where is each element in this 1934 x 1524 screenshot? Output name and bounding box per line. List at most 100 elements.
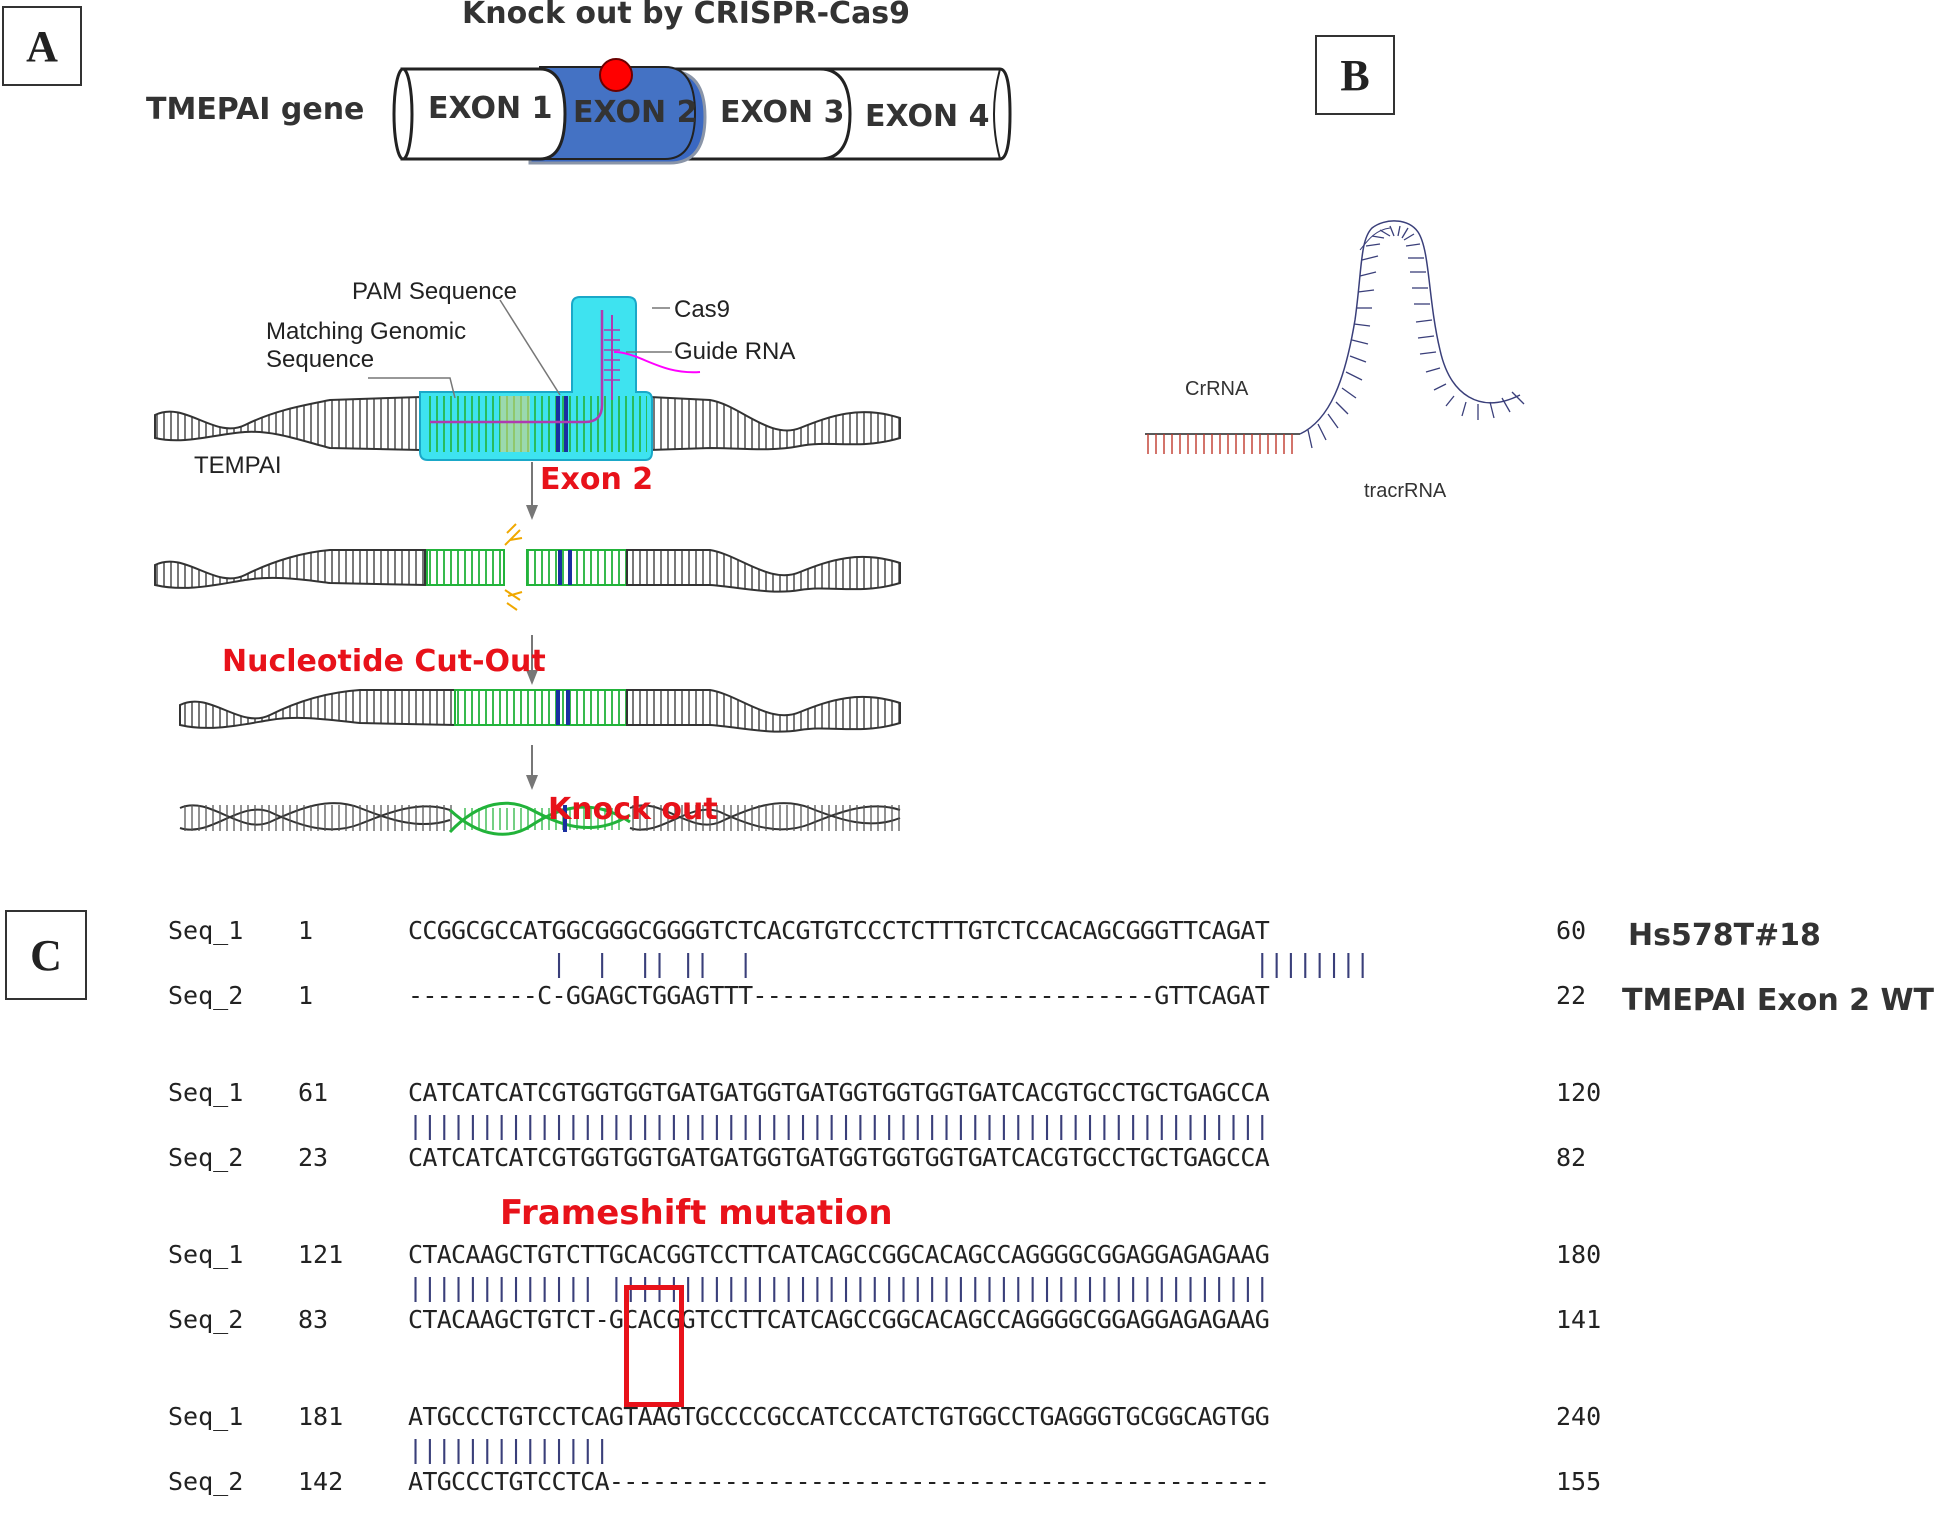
tracrrna-base-tick [1327,413,1339,429]
panel-label-c: C [5,910,87,1000]
gene-label: TMEPAI gene [146,92,365,127]
seq1-end: 240 [1556,1402,1602,1431]
tracrrna-base-tick [1415,319,1433,323]
tracrrna-base-tick [1371,235,1385,239]
seq1-name: Seq_1 [168,1240,244,1269]
frameshift-highlight-box [624,1285,684,1407]
seq1-name: Seq_1 [168,1402,244,1431]
seq1-sequence: CATCATCATCGTGGTGGTGATGATGGTGATGGTGGTGGTG… [408,1078,1270,1107]
seq2-sequence: CTACAAGCTGTCT-GCACGGTCCTTCATCAGCCGGCACAG… [408,1305,1270,1334]
tempai-label: TEMPAI [194,452,282,479]
seq1-name: Seq_1 [168,1078,244,1107]
tracrrna-base-tick [1461,401,1467,417]
match-line: |||||||||||||| [408,1435,610,1464]
tracrrna-base-tick [1359,271,1377,277]
tracrrna-base-tick [1511,391,1525,405]
tracrrna-base-tick [1349,355,1367,363]
tracrrna-base-tick [1501,397,1511,413]
seq2-sequence: CATCATCATCGTGGTGGTGATGATGGTGATGGTGGTGGTG… [408,1143,1270,1172]
seq2-start: 142 [298,1467,344,1496]
tracrrna-base-tick [1417,335,1435,339]
tracrrna-base-tick [1397,225,1401,237]
seq1-sequence: ATGCCCTGTCCTCAGTAAGTGCCCCGCCATCCCATCTGTG… [408,1402,1270,1431]
seq2-sequence: ---------C-GGAGCTGGAGTTT----------------… [408,981,1270,1010]
matching-genomic-label-1: Matching Genomic [266,318,467,345]
seq1-sequence: CCGGCGCCATGGCGGGCGGGGTCTCACGTGTCCCTCTTTG… [408,916,1270,945]
dna-helix-3-repair [179,689,901,733]
matching-genomic-label-2: Sequence [266,346,375,373]
tracrrna-base-tick [1379,229,1391,237]
tracrrna-base-tick [1445,395,1455,407]
seq1-start: 121 [298,1240,344,1269]
seq1-start: 1 [298,916,314,945]
seq1-start: 181 [298,1402,344,1431]
seq2-sequence: ATGCCCTGTCCTCA--------------------------… [408,1467,1270,1496]
panel-label-b: B [1315,35,1395,115]
knockout-label: Knock out [548,792,718,827]
exon-3-segment [668,67,852,161]
seq1-name: Seq_1 [168,916,244,945]
tracrrna-base-tick [1317,423,1327,441]
seq2-name: Seq_2 [168,1143,244,1172]
tracrrna-base-tick [1345,371,1363,381]
tracrrna-label: tracrRNA [1364,480,1447,502]
tracrrna-base-tick [1341,387,1357,399]
seq2-start: 1 [298,981,314,1010]
seq2-name: Seq_2 [168,1467,244,1496]
tracrrna-base-tick [1433,383,1447,391]
seq1-sequence: CTACAAGCTGTCTTGCACGGTCCTTCATCAGCCGGCACAG… [408,1240,1270,1269]
seq2-start: 23 [298,1143,329,1172]
seq2-end: 141 [1556,1305,1602,1334]
frameshift-mutation-label: Frameshift mutation [500,1193,893,1233]
tracrrna-base-tick [1353,323,1371,327]
exon-4-label: EXON 4 [865,99,990,134]
match-line: ||||||||||||||||||||||||||||||||||||||||… [408,1111,1270,1140]
seq2-name: Seq_2 [168,1305,244,1334]
tracrrna-base-tick [1307,429,1313,449]
seq2-start: 83 [298,1305,329,1334]
cas9-protein [419,296,701,461]
seq1-end: 60 [1556,916,1587,945]
seq1-end: 180 [1556,1240,1602,1269]
exon-4-segment [808,67,1012,161]
tracrrna-base-tick [1365,243,1381,247]
crrna-label: CrRNA [1185,378,1249,400]
seq1-end: 120 [1556,1078,1602,1107]
pam-sequence-label: PAM Sequence [352,278,517,305]
exon-2-label: EXON 2 [573,95,698,130]
tracrrna-base-tick [1489,401,1495,419]
seq2-name: Seq_2 [168,981,244,1010]
exon-cylinder [392,58,1012,165]
seq2-sample-label: TMEPAI Exon 2 WT [1622,983,1934,1018]
tracrrna-base-tick [1425,367,1441,373]
dna-helix-4-knockout [179,801,901,836]
dna-helix-2-cut [154,523,901,611]
seq2-end: 82 [1556,1143,1587,1172]
match-line: ||||||||||||| ||||||||||||||||||||||||||… [408,1273,1270,1302]
exon-2-callout: Exon 2 [540,462,654,497]
tracrrna-base-tick [1389,225,1395,237]
panel-label-a: A [2,6,82,86]
match-line: | | || || | |||||||| [408,949,1384,978]
cas9-label: Cas9 [674,296,731,323]
tracrrna-base-tick [1405,243,1421,247]
seq2-end: 22 [1556,981,1587,1010]
guide-rna-label: Guide RNA [674,338,796,365]
knockout-title: Knock out by CRISPR-Cas9 [462,0,911,31]
tracrrna-base-tick [1401,227,1409,239]
exon-1-segment [392,67,567,161]
tracrrna-base-tick [1419,351,1437,355]
sgrna-structure [1145,220,1525,454]
seq1-sample-label: Hs578T#18 [1628,918,1821,953]
tracrrna-base-tick [1403,233,1415,241]
cut-site-marker [599,58,633,92]
tracrrna-base-tick [1361,255,1379,261]
exon-2-segment [528,66,707,165]
exon-3-label: EXON 3 [720,95,845,130]
tracrrna-base-tick [1335,401,1349,415]
exon-1-label: EXON 1 [428,91,553,126]
tracrrna-base-tick [1351,339,1369,345]
tracrrna-base-tick [1357,289,1375,293]
